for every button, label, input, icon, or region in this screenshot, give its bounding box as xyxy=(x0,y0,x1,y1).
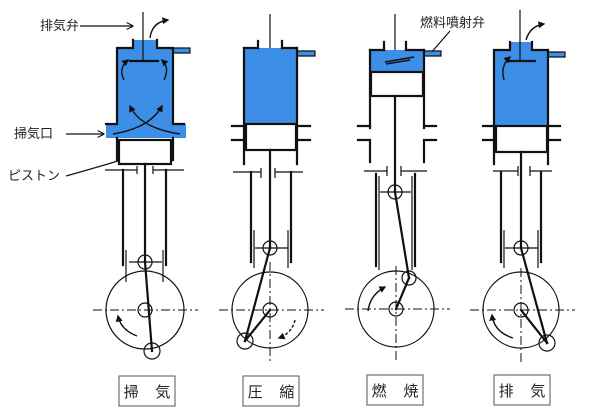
cylinder-wall-left xyxy=(492,40,512,166)
stage-label-combustion: 燃 焼 xyxy=(372,382,425,400)
crank-pin xyxy=(538,334,556,352)
main-bearing xyxy=(513,302,529,318)
exhaust-port-gas xyxy=(133,40,157,49)
label-fuel-injector: 燃料噴射弁 xyxy=(420,15,485,31)
connecting-rod xyxy=(393,190,411,280)
stage-label-exhaust: 排 気 xyxy=(499,382,552,400)
crank-pin xyxy=(236,332,254,350)
crosshead-pin xyxy=(387,184,403,200)
exhaust-port-gas xyxy=(510,42,532,51)
stage-label-box xyxy=(118,375,176,407)
injector-nozzle xyxy=(298,51,315,56)
cylinder-gas xyxy=(244,48,298,124)
stuffing-box xyxy=(493,166,552,176)
stuffing-box xyxy=(364,166,427,176)
guide-inner xyxy=(374,172,417,268)
port-flanges xyxy=(481,124,562,142)
label-scavenge-port: 掃気口 xyxy=(14,126,53,142)
stage-compression: 圧 縮 xyxy=(219,14,324,407)
crank-arm xyxy=(243,308,272,343)
fuel-injector-leader xyxy=(429,30,451,55)
stuffing-box xyxy=(233,168,303,178)
injector-outline xyxy=(548,51,566,58)
scavenge-port-gas xyxy=(106,124,186,138)
injector-nozzle xyxy=(173,48,190,53)
piston xyxy=(117,138,173,166)
injector-nozzle xyxy=(548,52,565,57)
guide-outer xyxy=(378,176,413,270)
guide-outer xyxy=(125,250,164,282)
connecting-rod xyxy=(243,246,272,343)
main-bearing xyxy=(137,302,153,318)
injector-outline xyxy=(298,50,316,57)
flow-arrow-left-up xyxy=(121,59,130,81)
guide-outer xyxy=(503,230,539,268)
guide-inner xyxy=(249,170,293,264)
stage-label-box xyxy=(242,375,300,407)
stage-label-box xyxy=(493,374,551,406)
guide-outer xyxy=(253,230,289,268)
flow-arrow-cross-2 xyxy=(129,104,181,135)
liner-lower xyxy=(115,136,175,162)
injector-nozzle xyxy=(424,51,441,56)
flow-arrow-cross-1 xyxy=(112,104,163,135)
stage-combustion: 燃 焼 xyxy=(345,14,450,406)
stage-exhaust: 排 気 xyxy=(470,10,575,406)
rotation-arrow xyxy=(367,286,387,312)
label-piston: ピストン xyxy=(8,169,60,184)
cylinder-wall-left xyxy=(104,38,135,126)
injector-outline xyxy=(173,47,191,54)
piston xyxy=(494,124,549,154)
valve-guides xyxy=(256,39,284,50)
piston xyxy=(369,70,425,98)
crank-arm xyxy=(519,308,549,345)
port-flanges xyxy=(356,124,438,164)
stage-label-scavenging: 掃 気 xyxy=(124,383,177,401)
fuel-spray xyxy=(384,56,415,65)
main-bearing xyxy=(388,301,404,317)
combustion-gas xyxy=(370,50,424,72)
connecting-rod xyxy=(519,246,549,345)
stage-label-box xyxy=(366,374,424,406)
stage-label-compression: 圧 縮 xyxy=(248,383,301,401)
flow-arrow-right-up xyxy=(161,59,169,81)
rotation-arrow xyxy=(277,319,296,340)
injector-outline xyxy=(424,50,442,57)
crank-pin xyxy=(143,342,161,360)
exhaust-flow-arrow xyxy=(525,21,546,41)
rotation-arrow xyxy=(489,313,514,339)
connecting-rod xyxy=(143,260,154,353)
crosshead-pin xyxy=(513,240,529,256)
label-exhaust-valve: 排気弁 xyxy=(40,18,79,34)
crank-pin xyxy=(401,270,417,286)
flow-arrow-left-up xyxy=(502,56,512,81)
piston xyxy=(244,122,298,152)
rotation-arrow xyxy=(115,314,138,337)
stuffing-box xyxy=(105,166,184,174)
cylinder-wall-right xyxy=(530,40,550,166)
exhaust-flow-arrow xyxy=(149,17,170,39)
port-flanges xyxy=(230,124,312,142)
guide-inner xyxy=(121,168,168,267)
cylinder-gas xyxy=(494,50,548,126)
crank-arm xyxy=(394,276,411,311)
valve-guides xyxy=(382,40,408,52)
crosshead-pin xyxy=(262,240,278,256)
stage-scavenging: 掃 気 xyxy=(93,12,198,407)
main-bearing xyxy=(262,302,278,318)
guide-inner xyxy=(499,170,543,264)
